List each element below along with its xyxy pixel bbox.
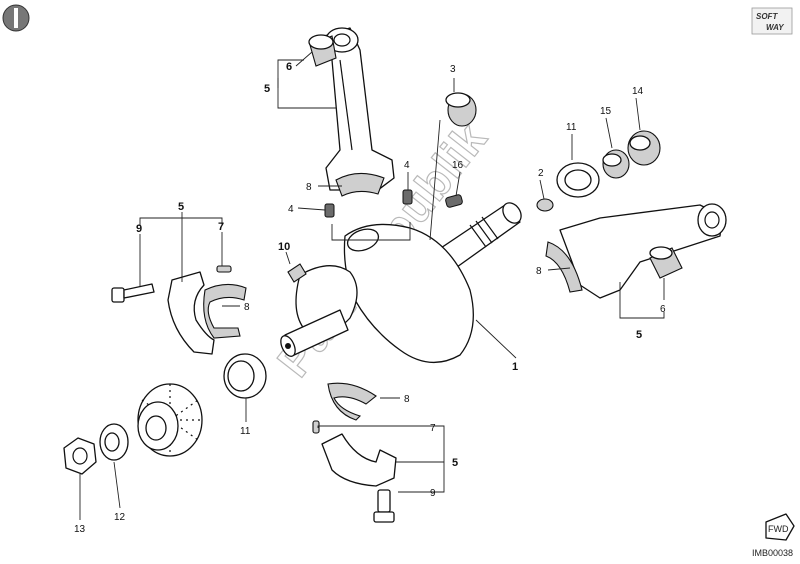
callout-9-left: 9	[136, 223, 142, 235]
nut-part-13	[63, 437, 97, 475]
callout-4-top: 4	[404, 160, 410, 171]
crankshaft	[280, 202, 522, 364]
callout-4-left: 4	[288, 204, 294, 215]
softway-logo: SOFT WAY	[751, 7, 793, 35]
rod-bolt-top-2	[324, 203, 335, 218]
callout-7-left: 7	[218, 221, 224, 233]
small-end-bush-right	[649, 246, 683, 279]
pin-part-2	[536, 198, 554, 212]
callout-6-top: 6	[286, 61, 292, 73]
pin-part-7-bottom	[312, 420, 320, 434]
callout-16: 16	[452, 160, 464, 171]
bush-part-15	[602, 149, 630, 179]
callout-9-bottom: 9	[430, 488, 436, 499]
callout-7-bottom: 7	[430, 423, 436, 434]
callout-11-right: 11	[566, 122, 577, 133]
logo-line2: WAY	[766, 23, 784, 32]
callout-5-right: 5	[636, 329, 642, 341]
plug-part-3	[445, 92, 477, 127]
rod-cap-left	[167, 271, 215, 355]
callout-12: 12	[114, 512, 126, 523]
timing-gear	[137, 383, 203, 457]
callouts: 1 2 3 4 4 5 5 5 5 6 6 7 7 8 8 8 8 9 9 10…	[74, 61, 666, 535]
rod-cap-bottom	[321, 433, 397, 487]
callout-10: 10	[278, 241, 290, 253]
callout-5-bottom: 5	[452, 457, 458, 469]
bearing-shell-left	[203, 283, 247, 339]
callout-3: 3	[450, 64, 456, 75]
callout-13: 13	[74, 524, 86, 535]
fwd-arrow-icon: FWD	[765, 513, 795, 541]
callout-11-left: 11	[240, 426, 251, 437]
callout-8-right: 8	[536, 266, 542, 277]
nut-part-14	[627, 130, 661, 166]
bolt-part-9-left	[111, 283, 155, 303]
bolt-part-9-bottom	[373, 489, 395, 523]
callout-8-left: 8	[244, 302, 250, 313]
pin-part-7-left	[216, 265, 232, 273]
callout-14: 14	[632, 86, 644, 97]
page-marker-icon	[2, 4, 30, 32]
washer-part-11-right	[556, 162, 600, 198]
callout-1: 1	[512, 361, 518, 373]
rod-bolt-top-1	[402, 189, 413, 205]
logo-line1: SOFT	[756, 12, 778, 21]
callout-2: 2	[538, 168, 544, 179]
connecting-rod-right	[559, 203, 727, 299]
callout-8-bottom: 8	[404, 394, 410, 405]
washer-part-12	[99, 423, 129, 461]
bearing-shell-bottom	[327, 382, 377, 421]
bearing-shell-right	[545, 241, 583, 293]
small-end-bush-top	[308, 34, 337, 67]
callout-8-top: 8	[306, 182, 312, 193]
callout-6-right: 6	[660, 304, 666, 315]
callout-5-left: 5	[178, 201, 184, 213]
bearing-shell-top	[335, 172, 385, 197]
callout-15: 15	[600, 106, 612, 117]
leader-lines	[79, 51, 665, 520]
callout-5-top: 5	[264, 83, 270, 95]
washer-part-11-left	[223, 353, 267, 399]
image-code: IMB00038	[752, 548, 793, 558]
part-10	[287, 263, 307, 283]
fwd-label: FWD	[768, 524, 789, 534]
key-part-16	[445, 194, 463, 208]
